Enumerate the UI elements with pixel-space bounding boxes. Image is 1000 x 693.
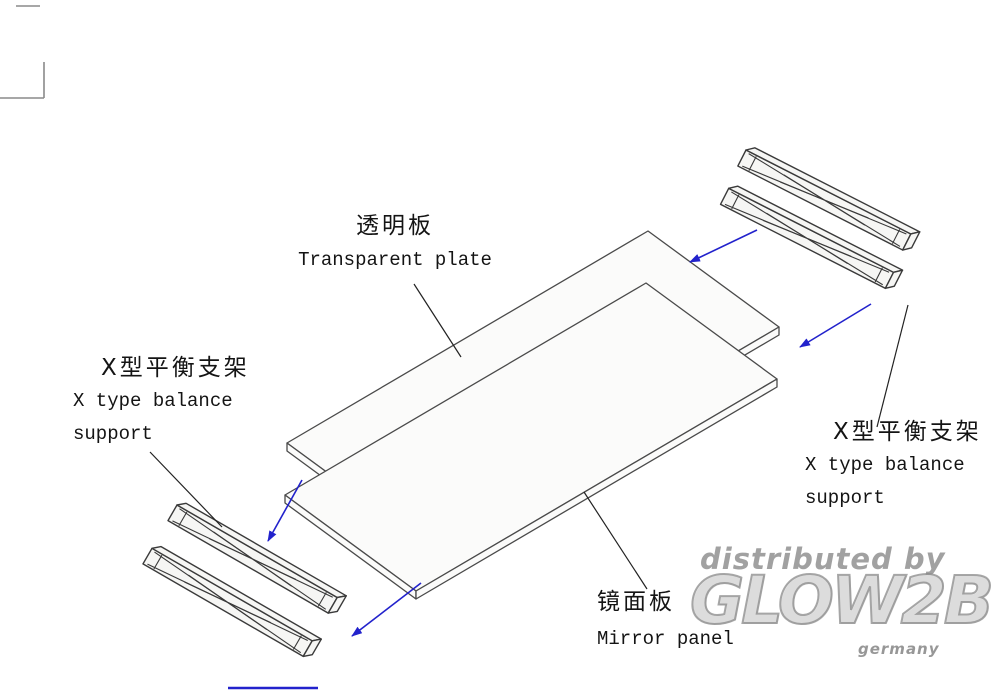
right-support-label: X型平衡支架 X type balance support	[805, 416, 982, 515]
transparent-plate-label: 透明板 Transparent plate	[285, 206, 505, 271]
right-x-support-shape	[719, 143, 921, 293]
right-support-label-en1: X type balance	[805, 454, 965, 476]
left-support-label-en2: support	[73, 423, 153, 445]
transparent-plate-label-en: Transparent plate	[298, 249, 492, 271]
mirror-panel-label-en: Mirror panel	[597, 628, 734, 650]
assembly-arrows	[228, 229, 872, 690]
mirror-panel-shape	[284, 282, 778, 600]
left-support-label-zh: X型平衡支架	[101, 355, 250, 381]
transparent-plate-label-zh: 透明板	[356, 213, 434, 239]
left-support-label-en1: X type balance	[73, 390, 233, 412]
left-support-label: X型平衡支架 X type balance support	[73, 352, 250, 451]
leader-lines	[149, 283, 909, 590]
mirror-panel-label-zh: 镜面板	[597, 589, 675, 615]
right-support-label-en2: support	[805, 487, 885, 509]
mirror-panel-label: 镜面板 Mirror panel	[597, 582, 734, 650]
right-support-label-zh: X型平衡支架	[833, 419, 982, 445]
page-corner-mark	[0, 5, 45, 99]
